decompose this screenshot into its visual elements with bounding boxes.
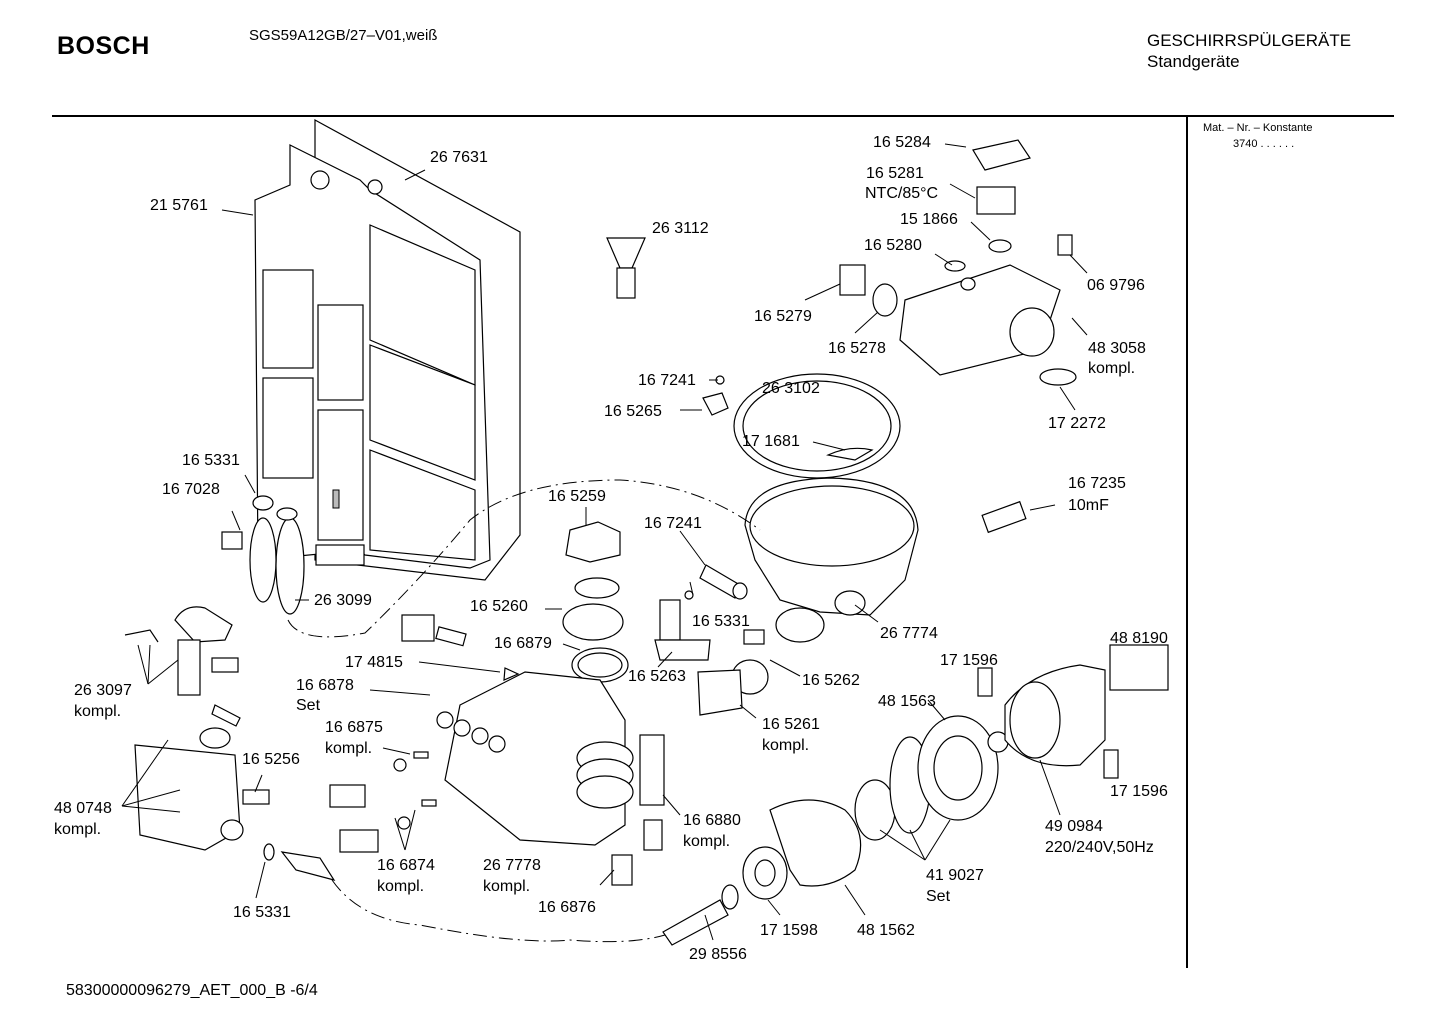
part-label: 16 5331 — [233, 904, 291, 921]
part-label: 26 7778 — [483, 857, 541, 874]
circulation-pump — [742, 644, 1169, 900]
part-label: 17 1596 — [940, 652, 998, 669]
part-label: 48 0748 — [54, 800, 112, 817]
part-label: 16 5261 — [762, 716, 820, 733]
part-label: 26 7631 — [430, 149, 488, 166]
part-label: 16 5280 — [864, 237, 922, 254]
part-label: 48 3058 — [1088, 340, 1146, 357]
drain-hoses — [263, 843, 739, 946]
rinse-aid-sensor — [611, 734, 665, 886]
part-label: kompl. — [54, 821, 102, 838]
part-label: Set — [296, 697, 321, 714]
part-label: 16 5265 — [604, 403, 662, 420]
part-label: 48 1562 — [857, 922, 915, 939]
inlet-valves — [124, 495, 305, 851]
heater-cluster — [839, 139, 1077, 386]
sidebar-value: 3740 . . . . . . — [1233, 138, 1295, 150]
part-label: 16 6875 — [325, 719, 383, 736]
water-softener-panel — [254, 118, 521, 581]
part-label: 16 7241 — [638, 372, 696, 389]
part-label: NTC/85°C — [865, 185, 939, 202]
dosing-solenoid — [401, 614, 520, 681]
part-label: 26 3099 — [314, 592, 372, 609]
part-label: 26 3102 — [762, 380, 820, 397]
part-label: 16 5262 — [802, 672, 860, 689]
part-label: 26 3112 — [652, 220, 709, 237]
part-label: 16 7028 — [162, 481, 220, 498]
part-label: 16 6878 — [296, 677, 354, 694]
part-label: Set — [926, 888, 951, 905]
part-label: 16 5284 — [873, 134, 931, 151]
part-label: 17 1596 — [1110, 783, 1168, 800]
capacitor — [981, 500, 1027, 534]
part-label: 17 4815 — [345, 654, 403, 671]
part-label: 16 5278 — [828, 340, 886, 357]
part-label: 17 2272 — [1048, 415, 1106, 432]
part-label: kompl. — [74, 703, 122, 720]
part-label: 06 9796 — [1087, 277, 1145, 294]
part-label: 48 1563 — [878, 693, 936, 710]
part-label: 220/240V,50Hz — [1045, 839, 1154, 856]
model-number: SGS59A12GB/27–V01,weiß — [249, 27, 438, 44]
part-label: kompl. — [762, 737, 810, 754]
document-code: 58300000096279_AET_000_B -6/4 — [66, 982, 318, 999]
part-label: 16 5331 — [692, 613, 750, 630]
part-label: 16 7241 — [644, 515, 702, 532]
part-label: 10mF — [1068, 497, 1109, 514]
part-label: 16 5331 — [182, 452, 240, 469]
part-label: kompl. — [483, 878, 531, 895]
part-label: 26 7774 — [880, 625, 938, 642]
center-small-parts — [562, 375, 769, 716]
part-label: 29 8556 — [689, 946, 747, 963]
leader-lines — [121, 143, 1088, 941]
sump-assembly — [733, 373, 919, 643]
hose-path-2 — [331, 879, 666, 943]
part-label: 16 6874 — [377, 857, 435, 874]
part-label: 16 5263 — [628, 668, 686, 685]
part-label: 16 5256 — [242, 751, 300, 768]
funnel-part — [606, 237, 646, 299]
brand-logo: BOSCH — [57, 32, 150, 60]
part-label: 16 7235 — [1068, 475, 1126, 492]
detergent-dispenser — [436, 671, 634, 846]
part-label: 17 1681 — [742, 433, 800, 450]
part-label: 26 3097 — [74, 682, 132, 699]
part-label: 17 1598 — [760, 922, 818, 939]
part-label: 16 6876 — [538, 899, 596, 916]
part-label: 16 5260 — [470, 598, 528, 615]
category-subtitle: Standgeräte — [1147, 52, 1240, 71]
part-label: 16 6879 — [494, 635, 552, 652]
part-label: 21 5761 — [150, 197, 208, 214]
hose-path-1 — [287, 479, 761, 638]
part-label: 16 5259 — [548, 488, 606, 505]
part-label: kompl. — [377, 878, 425, 895]
part-label: 16 5279 — [754, 308, 812, 325]
part-label: kompl. — [325, 740, 373, 757]
dosing-valves — [329, 751, 437, 853]
part-label: 15 1866 — [900, 211, 958, 228]
part-label: 16 6880 — [683, 812, 741, 829]
part-label: kompl. — [1088, 360, 1136, 377]
part-label: 49 0984 — [1045, 818, 1103, 835]
sidebar-title: Mat. – Nr. – Konstante — [1203, 122, 1313, 134]
category-title: GESCHIRRSPÜLGERÄTE — [1147, 31, 1352, 50]
part-label: 41 9027 — [926, 867, 984, 884]
part-label: 48 8190 — [1110, 630, 1168, 647]
part-label: kompl. — [683, 833, 731, 850]
part-label: 16 5281 — [866, 165, 924, 182]
